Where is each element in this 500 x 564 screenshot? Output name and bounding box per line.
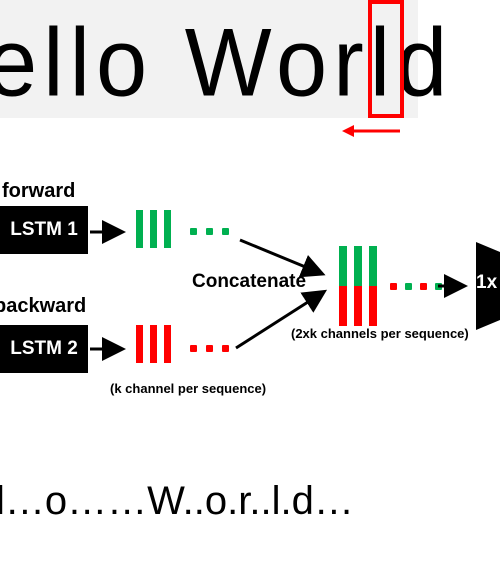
backward-ellipsis-dot: [190, 345, 197, 352]
concat-ellipsis-dot: [420, 283, 427, 290]
concat-backward-bar: [354, 286, 362, 326]
conv-trapezoid: [476, 242, 500, 330]
forward-channel-bar: [136, 210, 143, 248]
output-sequence: l…o……W..o.r..l.d…: [0, 479, 354, 523]
lstm-2-box: LSTM 2: [0, 325, 88, 373]
forward-ellipsis-dot: [206, 228, 213, 235]
forward-ellipsis-dot: [222, 228, 229, 235]
concat-backward-bar: [339, 286, 347, 326]
channel-caption: (k channel per sequence): [110, 381, 267, 396]
concat-forward-bar: [339, 246, 347, 286]
backward-ellipsis-dot: [222, 345, 229, 352]
forward-ellipsis-dot: [190, 228, 197, 235]
backward-channel-bar: [136, 325, 143, 363]
concat-channel-caption: (2xk channels per sequence): [291, 326, 469, 341]
backward-channel-bar: [150, 325, 157, 363]
input-text-banner: [0, 0, 418, 118]
forward-channel-bar: [150, 210, 157, 248]
concat-ellipsis-dot: [405, 283, 412, 290]
forward-label: forward: [2, 180, 76, 202]
concat-backward-bar: [369, 286, 377, 326]
sliding-window-box: [368, 0, 404, 118]
concatenate-label: Concatenate: [192, 271, 307, 292]
scan-direction-arrow: [342, 125, 400, 137]
backward-label: backward: [0, 295, 87, 317]
concat-forward-bar: [354, 246, 362, 286]
input-text-image: ello World: [0, 9, 454, 117]
backward-ellipsis-dot: [206, 345, 213, 352]
lstm-1-box: LSTM 1: [0, 206, 88, 254]
forward-channel-bar: [164, 210, 171, 248]
backward-channel-bar: [164, 325, 171, 363]
forward-to-concat-arrow: [239, 238, 326, 278]
conv-label: 1x: [476, 272, 498, 293]
concat-forward-bar: [369, 246, 377, 286]
backward-to-concat-arrow: [235, 289, 328, 350]
concat-ellipsis-dot: [390, 283, 397, 290]
